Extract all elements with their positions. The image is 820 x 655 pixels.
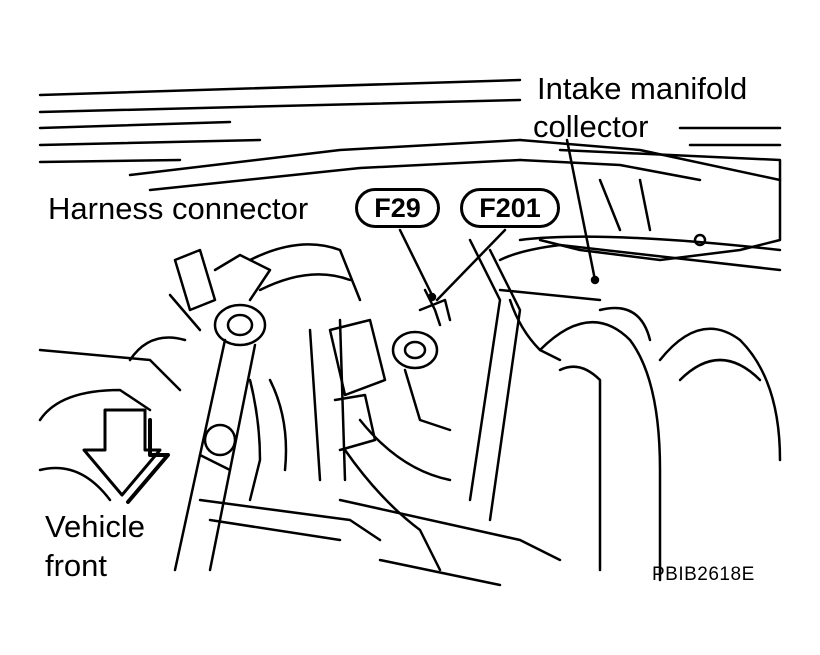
leader-lines	[398, 138, 597, 302]
connector-f29-badge: F29	[355, 188, 440, 228]
figure-code: PBIB2618E	[652, 564, 755, 585]
harness-connectors	[328, 238, 522, 572]
intake-manifold-label-line2: collector	[533, 109, 649, 144]
vehicle-front-arrow	[82, 408, 170, 504]
vehicle-front-label-line1: Vehicle	[45, 509, 145, 544]
intake-manifold-collector	[498, 148, 782, 582]
vehicle-front-label-line2: front	[45, 548, 108, 583]
hood-outline	[38, 78, 782, 192]
harness-connector-label: Harness connector	[48, 191, 309, 226]
intake-manifold-label-line1: Intake manifold	[537, 71, 748, 106]
connector-f201-badge: F201	[460, 188, 560, 228]
